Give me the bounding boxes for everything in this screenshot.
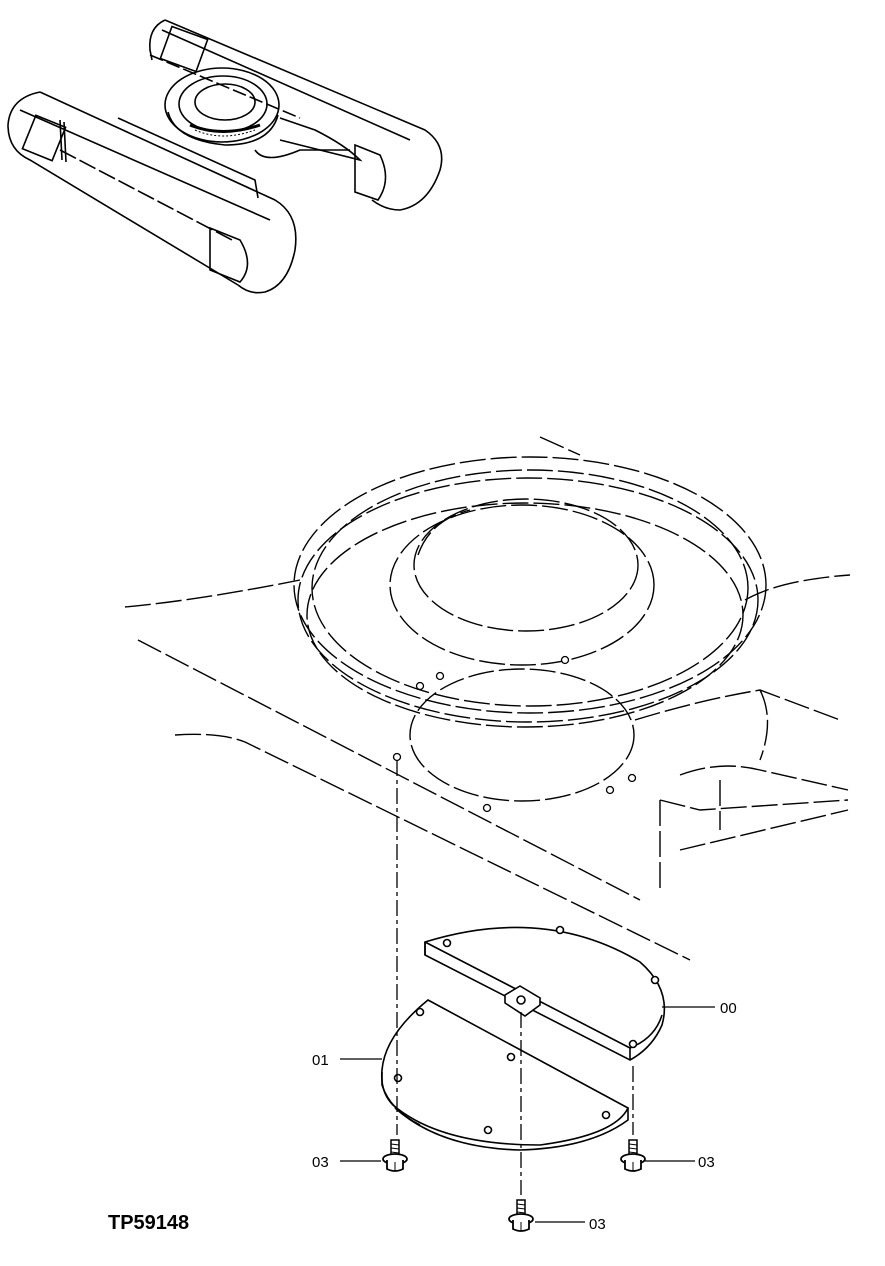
callout-03-left: 03 [312,1154,329,1171]
undercarriage-overview [7,19,443,294]
callout-03-center: 03 [589,1216,606,1233]
bearing-bolt-holes [392,655,637,813]
cover-plate-01 [380,999,630,1151]
assembly-center-lines [396,760,634,1195]
swing-bearing-frame [124,436,851,961]
figure-id: TP59148 [108,1212,189,1234]
callout-03-right: 03 [698,1154,715,1171]
cover-plate-00 [424,925,666,1061]
bolt-icon [382,1139,646,1232]
callout-00: 00 [720,1000,737,1017]
callout-01: 01 [312,1052,329,1069]
callout-leaders [340,1006,715,1223]
